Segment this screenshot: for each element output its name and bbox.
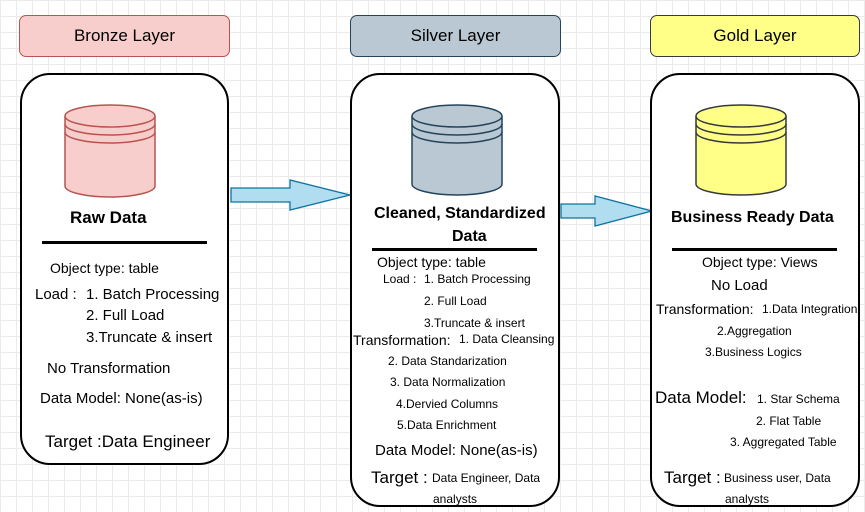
gold-divider	[672, 248, 837, 251]
silver-transformation-item-5: 5.Data Enrichment	[397, 418, 497, 432]
silver-load-item-2: 2. Full Load	[424, 294, 487, 308]
silver-load-item-3: 3.Truncate & insert	[424, 316, 525, 330]
silver-data-model: Data Model: None(as-is)	[375, 442, 538, 459]
bronze-load-item-2: 2. Full Load	[86, 307, 165, 324]
gold-transformation-item-1: 1.Data Integration	[762, 302, 858, 316]
silver-layer-header: Silver Layer	[350, 15, 561, 57]
silver-transformation-item-3: 3. Data Normalization	[390, 375, 506, 389]
bronze-load-item-1: 1. Batch Processing	[86, 286, 220, 303]
silver-target-value-line-2: analysts	[433, 492, 478, 506]
gold-load: No Load	[711, 277, 768, 294]
silver-load-label: Load :	[383, 272, 417, 286]
silver-title-line-2: Data	[452, 228, 487, 245]
gold-transformation-label: Transformation:	[656, 301, 754, 317]
gold-data-model-item-3: 3. Aggregated Table	[730, 435, 837, 449]
gold-data-model-item-1: 1. Star Schema	[757, 392, 840, 406]
database-icon	[411, 104, 503, 196]
database-icon	[695, 104, 787, 196]
arrow-silver-to-gold	[560, 195, 655, 227]
gold-layer-header: Gold Layer	[650, 15, 860, 57]
bronze-load-label: Load :	[35, 286, 77, 303]
silver-layer-header-label: Silver Layer	[410, 26, 501, 45]
bronze-layer-header-label: Bronze Layer	[73, 26, 176, 45]
silver-transformation-label: Transformation:	[353, 332, 451, 348]
silver-target-label: Target :	[371, 468, 428, 487]
silver-target-value-line-1: Data Engineer, Data	[432, 471, 541, 485]
bronze-transformation: No Transformation	[47, 360, 171, 377]
gold-target-value-line-1: Business user, Data	[724, 471, 831, 485]
silver-title-line-1: Cleaned, Standardized	[374, 205, 546, 222]
bronze-object-type: Object type: table	[50, 260, 159, 276]
gold-data-model-item-2: 2. Flat Table	[756, 414, 822, 428]
bronze-divider	[42, 241, 207, 244]
gold-data-model-label: Data Model:	[655, 388, 747, 407]
silver-transformation-item-4: 4.Dervied Columns	[396, 397, 499, 411]
bronze-title: Raw Data	[70, 208, 147, 227]
gold-transformation-item-2: 2.Aggregation	[717, 324, 792, 338]
gold-transformation-item-3: 3.Business Logics	[705, 345, 802, 359]
gold-object-type: Object type: Views	[702, 254, 818, 270]
arrow-bronze-to-silver	[230, 179, 351, 211]
bronze-load-item-3: 3.Truncate & insert	[86, 329, 213, 346]
bronze-target: Target :Data Engineer	[45, 432, 211, 451]
bronze-data-model: Data Model: None(as-is)	[40, 390, 203, 407]
silver-transformation-item-1: 1. Data Cleansing	[459, 332, 555, 346]
gold-target-label: Target :	[664, 468, 721, 487]
gold-layer-header-label: Gold Layer	[713, 26, 797, 45]
gold-target-value-line-2: analysts	[725, 492, 770, 506]
gold-title: Business Ready Data	[671, 209, 834, 226]
database-icon	[64, 104, 156, 198]
silver-divider	[372, 248, 537, 251]
bronze-layer-header: Bronze Layer	[19, 15, 230, 57]
silver-load-item-1: 1. Batch Processing	[424, 272, 531, 286]
silver-object-type: Object type: table	[377, 254, 486, 270]
silver-transformation-item-2: 2. Data Standarization	[388, 354, 507, 368]
